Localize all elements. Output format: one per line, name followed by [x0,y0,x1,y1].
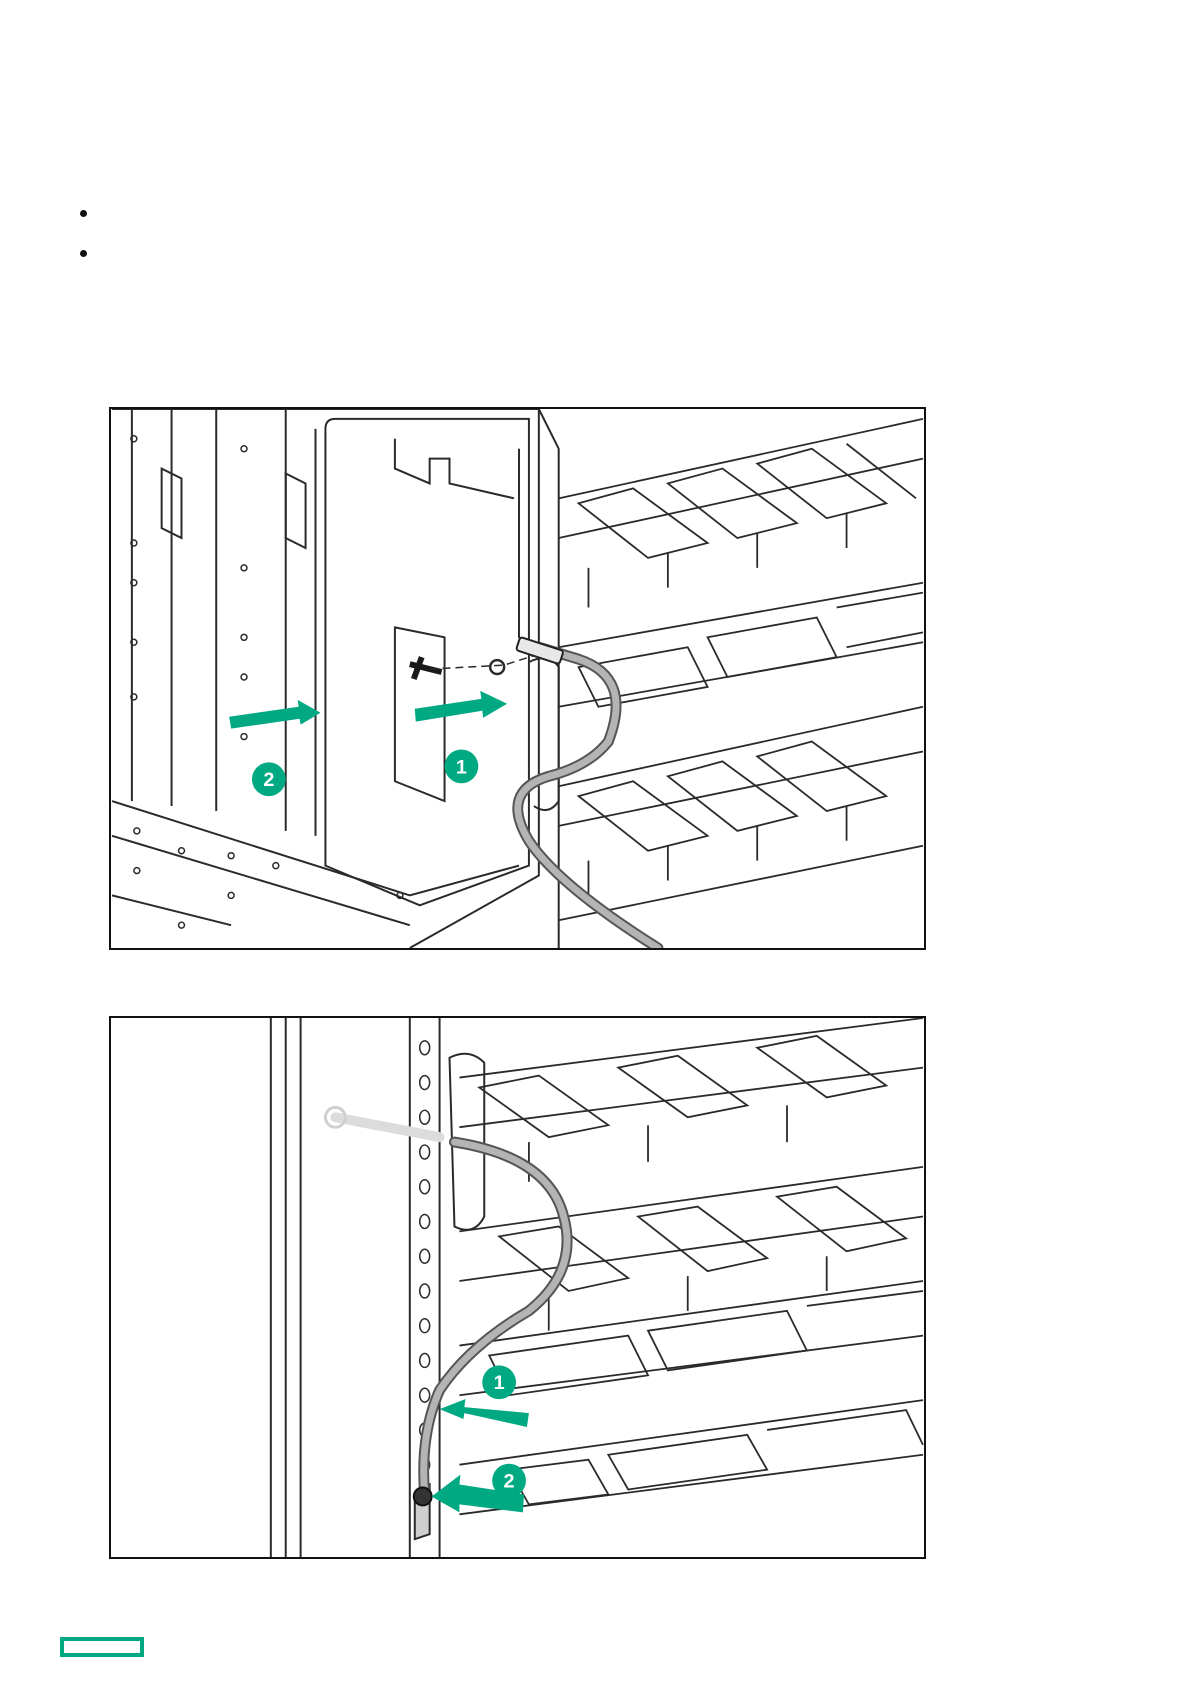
callout-1: 1 [482,1365,516,1399]
illustration-rack-front: 1 2 [111,1018,924,1557]
callout-2: 2 [252,762,286,796]
svg-text:1: 1 [456,756,467,778]
svg-text:1: 1 [494,1372,505,1394]
figure-attach-cable-to-rack: 1 2 [109,1016,926,1559]
hpe-logo-icon [60,1637,144,1657]
callout-2: 2 [492,1464,526,1498]
insert-arrow-icon [229,700,320,729]
illustration-enclosure-side: 1 2 [111,409,924,948]
callout-1: 1 [445,749,479,783]
svg-text:2: 2 [504,1471,515,1493]
insert-arrow-icon [415,691,507,722]
bullet-icon [80,210,87,217]
svg-text:2: 2 [263,769,274,791]
bullet-icon [80,250,87,257]
figure-attach-ground-cable: 1 2 [109,407,926,950]
insert-arrow-icon [440,1399,529,1427]
